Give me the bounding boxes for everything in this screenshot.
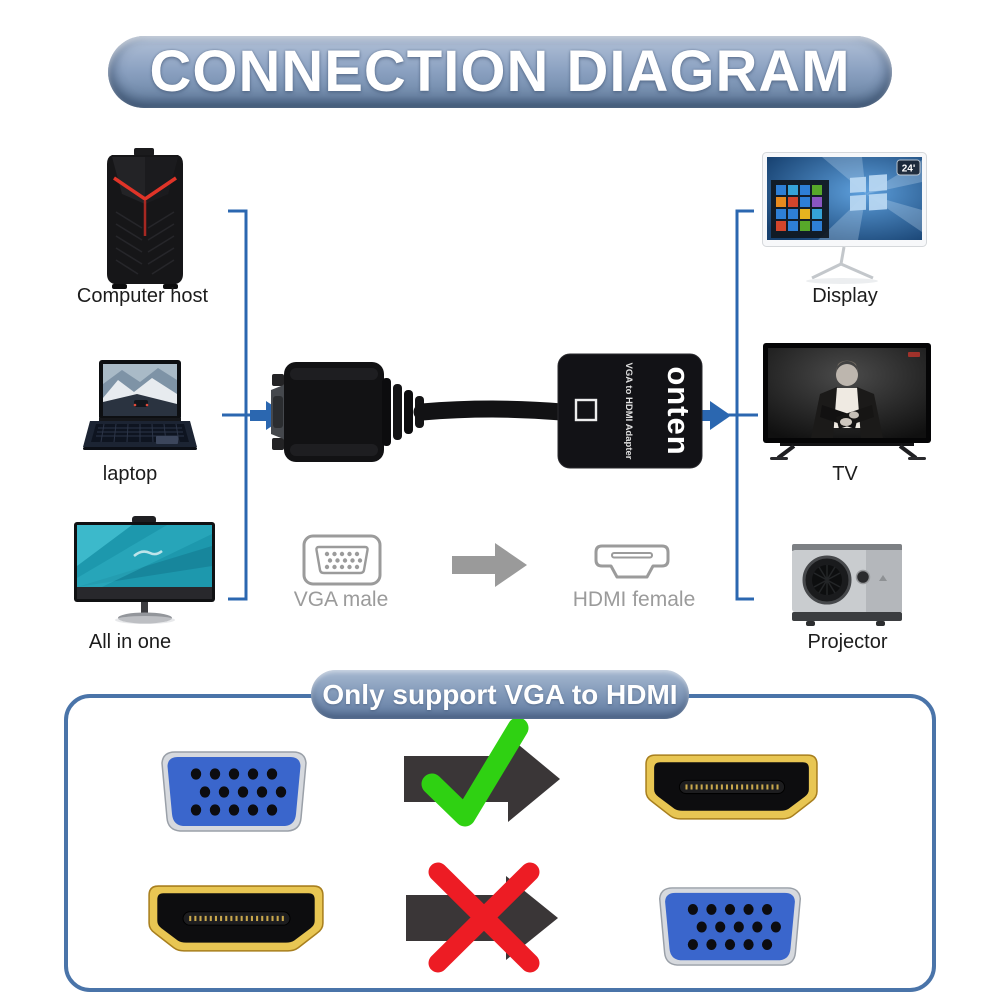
hdmi-port-gold-icon (645, 754, 818, 820)
allowed-arrow (404, 717, 560, 827)
hdmi-port-gold-icon (148, 885, 324, 952)
projector-label: Projector (807, 631, 888, 653)
check-icon (421, 717, 529, 827)
hdmi-port-icon (574, 398, 598, 422)
adapter-product-image: onten VGA to HDMI Adapter (271, 353, 703, 469)
hdmi-female-icon (594, 544, 670, 579)
all-in-one-label: All in one (88, 631, 172, 653)
all-in-one-image (74, 516, 215, 624)
vga-male-icon (302, 534, 382, 586)
cross-icon (428, 862, 540, 973)
tv-logo (908, 352, 920, 357)
display-size-badge (896, 159, 921, 176)
left-arrow-icon (250, 410, 267, 421)
display-label: Display (812, 285, 878, 307)
adapter-brand: onten (661, 366, 696, 455)
not-allowed-arrow (406, 862, 558, 973)
support-header-text: Only support VGA to HDMI (322, 678, 678, 710)
right-arrow-icon (696, 410, 711, 421)
vga-male-label: VGA male (293, 588, 389, 611)
title-banner: CONNECTION DIAGRAM (108, 36, 892, 108)
laptop-image (83, 360, 197, 450)
conversion-arrow-icon (452, 543, 527, 587)
hdmi-female-label: HDMI female (572, 588, 696, 611)
laptop-label: laptop (102, 463, 158, 485)
vga-port-blue-icon (161, 751, 307, 832)
tv-image (763, 343, 931, 460)
projector-image (792, 544, 902, 626)
computer-host-label: Computer host (76, 285, 209, 307)
adapter-product-label: VGA to HDMI Adapter (623, 363, 634, 460)
support-panel-header: Only support VGA to HDMI (311, 670, 689, 719)
left-bracket (228, 209, 248, 601)
vga-port-blue-icon (658, 887, 802, 966)
svg-text:24': 24' (902, 164, 916, 175)
tv-label: TV (832, 463, 858, 485)
display-image: 24' (762, 152, 927, 284)
computer-host-image (107, 148, 183, 289)
adapter-cable (413, 400, 571, 421)
right-bracket (735, 209, 754, 601)
page-title: CONNECTION DIAGRAM (149, 39, 851, 104)
